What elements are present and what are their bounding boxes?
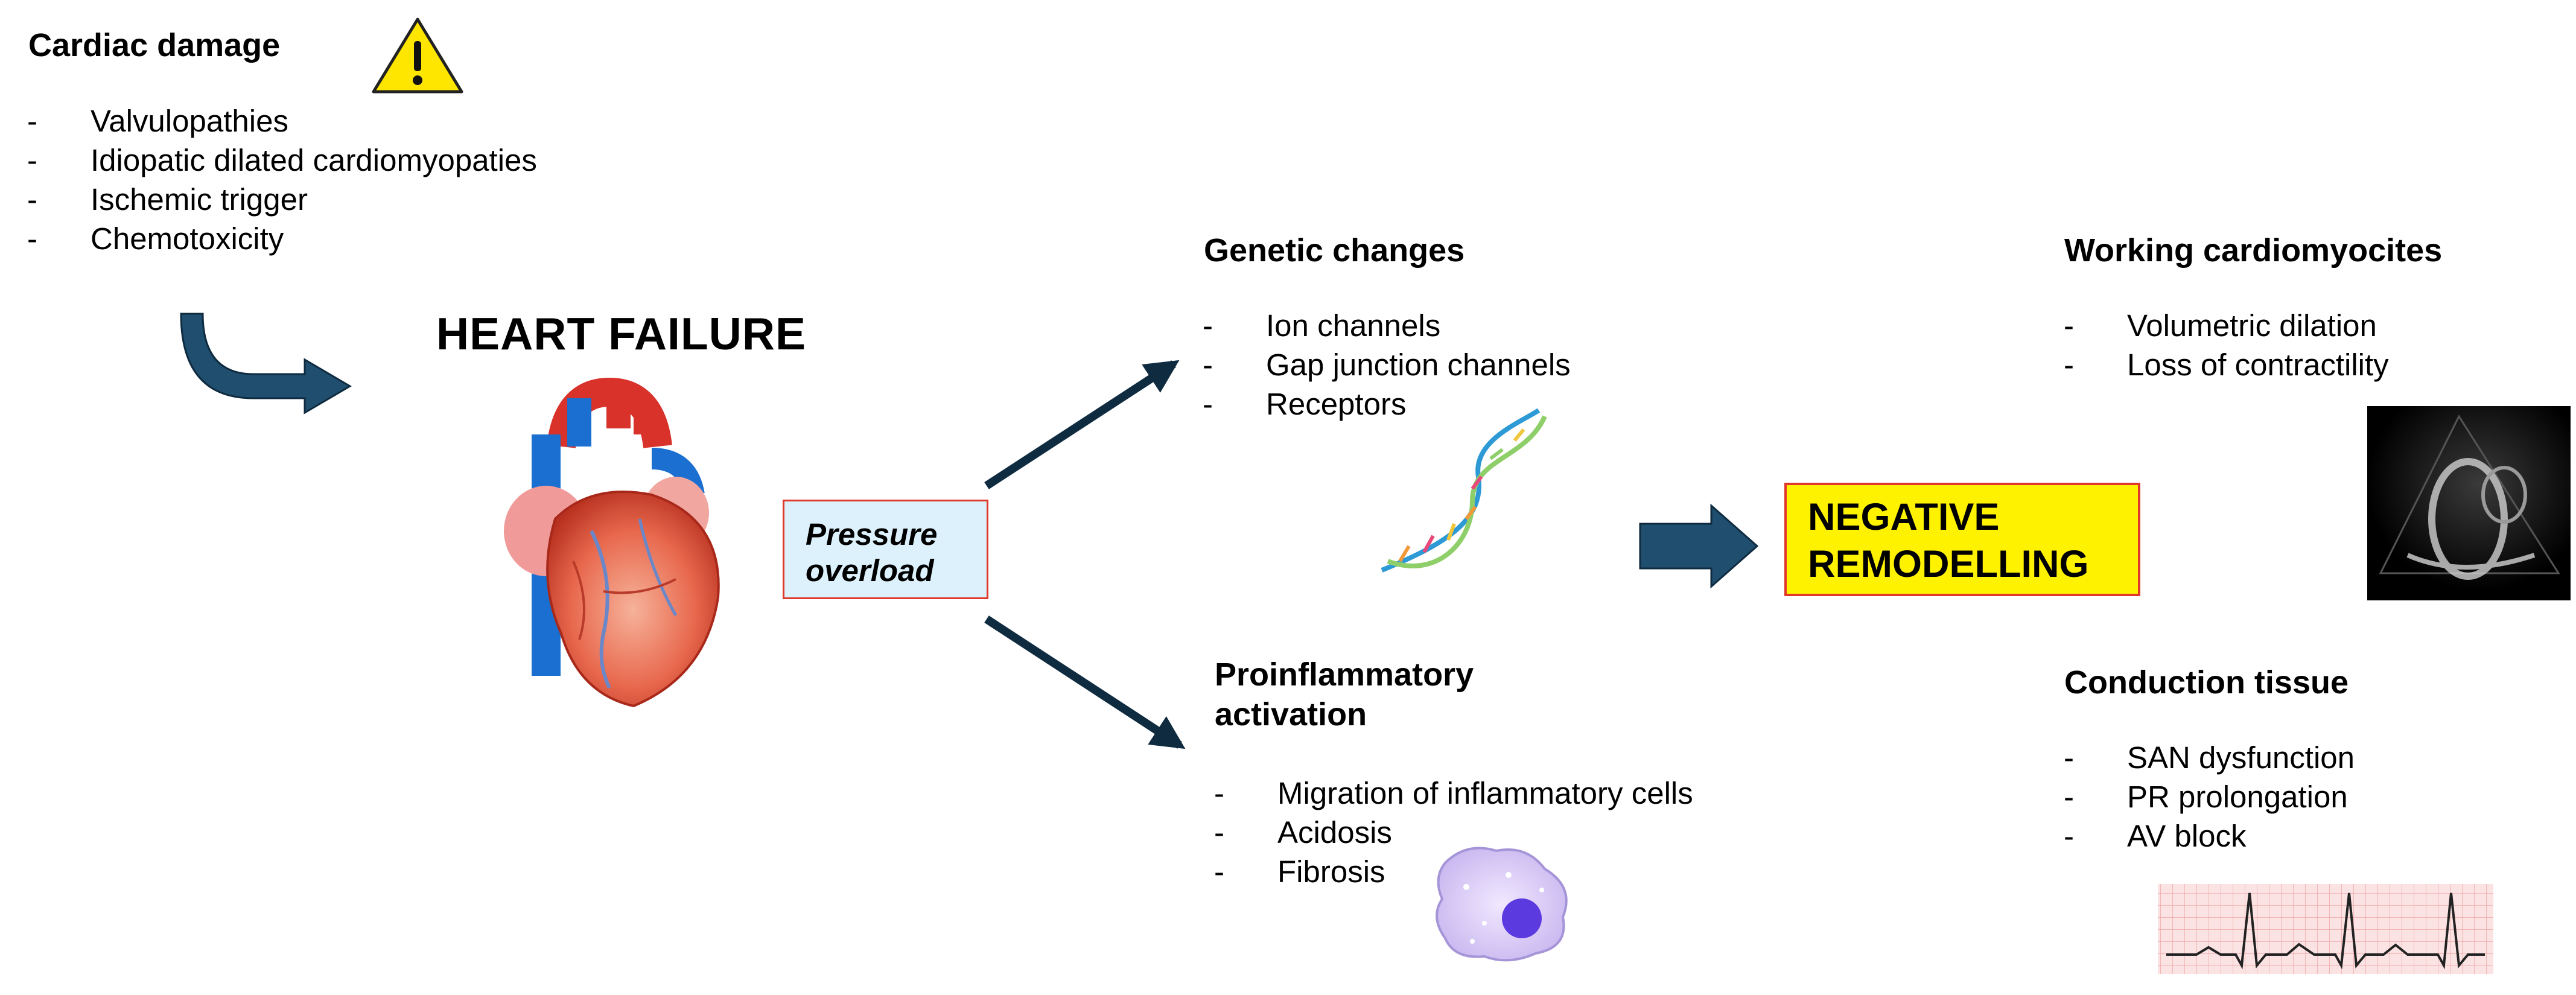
proinflammatory-list: -Migration of inflammatory cells -Acidos… — [1214, 774, 1693, 891]
working-cardiomyocytes-list: -Volumetric dilation -Loss of contractil… — [2064, 306, 2389, 384]
ecg-strip-image — [2158, 884, 2493, 974]
list-item: -Fibrosis — [1214, 854, 1385, 889]
conduction-tissue-list: -SAN dysfunction -PR prolongation -AV bl… — [2064, 738, 2355, 856]
echocardiogram-image — [2367, 406, 2571, 600]
working-cardiomyocytes-title: Working cardiomyocites — [2064, 232, 2443, 269]
arrow-to-genetic — [984, 360, 1180, 489]
heart-illustration — [504, 377, 720, 708]
pressure-overload-box: Pressure overload — [783, 500, 988, 599]
list-item: -Ischemic trigger — [27, 182, 308, 217]
warning-triangle-icon — [372, 17, 463, 94]
proinflammatory-title: Proinflammatory activation — [1215, 656, 1474, 733]
list-item: -Migration of inflammatory cells — [1214, 776, 1693, 810]
negative-remodelling-line1: NEGATIVE — [1808, 496, 2000, 538]
genetic-changes-list: -Ion channels -Gap junction channels -Re… — [1203, 306, 1571, 424]
curved-arrow-icon — [180, 313, 352, 415]
list-item: -Valvulopathies — [27, 104, 288, 138]
negative-remodelling-box: NEGATIVE REMODELLING — [1784, 483, 2140, 596]
negative-remodelling-line2: REMODELLING — [1808, 543, 2089, 585]
list-item: -Receptors — [1203, 387, 1407, 421]
arrow-to-inflammatory — [984, 615, 1186, 749]
heart-failure-title: HEART FAILURE — [436, 308, 806, 359]
pressure-overload-line2: overload — [806, 553, 934, 588]
list-item: -SAN dysfunction — [2064, 740, 2355, 775]
list-item: -Chemotoxicity — [27, 221, 284, 256]
dna-helix-icon — [1381, 408, 1547, 573]
inflammatory-cell-icon — [1436, 847, 1568, 962]
list-item: -Loss of contractility — [2064, 348, 2389, 382]
cardiac-damage-title: Cardiac damage — [28, 27, 281, 63]
cardiac-damage-list: -Valvulopathies -Idiopatic dilated cardi… — [27, 101, 537, 258]
list-item: -PR prolongation — [2064, 780, 2348, 814]
list-item: -Acidosis — [1214, 815, 1392, 850]
list-item: -Ion channels — [1203, 308, 1441, 343]
block-arrow-icon — [1639, 503, 1759, 589]
list-item: -AV block — [2064, 819, 2247, 853]
genetic-changes-title: Genetic changes — [1204, 232, 1465, 269]
pressure-overload-line1: Pressure — [806, 517, 938, 552]
list-item: -Volumetric dilation — [2064, 308, 2377, 343]
list-item: -Gap junction channels — [1203, 348, 1571, 382]
list-item: -Idiopatic dilated cardiomyopaties — [27, 143, 537, 177]
conduction-tissue-title: Conduction tissue — [2064, 664, 2349, 701]
